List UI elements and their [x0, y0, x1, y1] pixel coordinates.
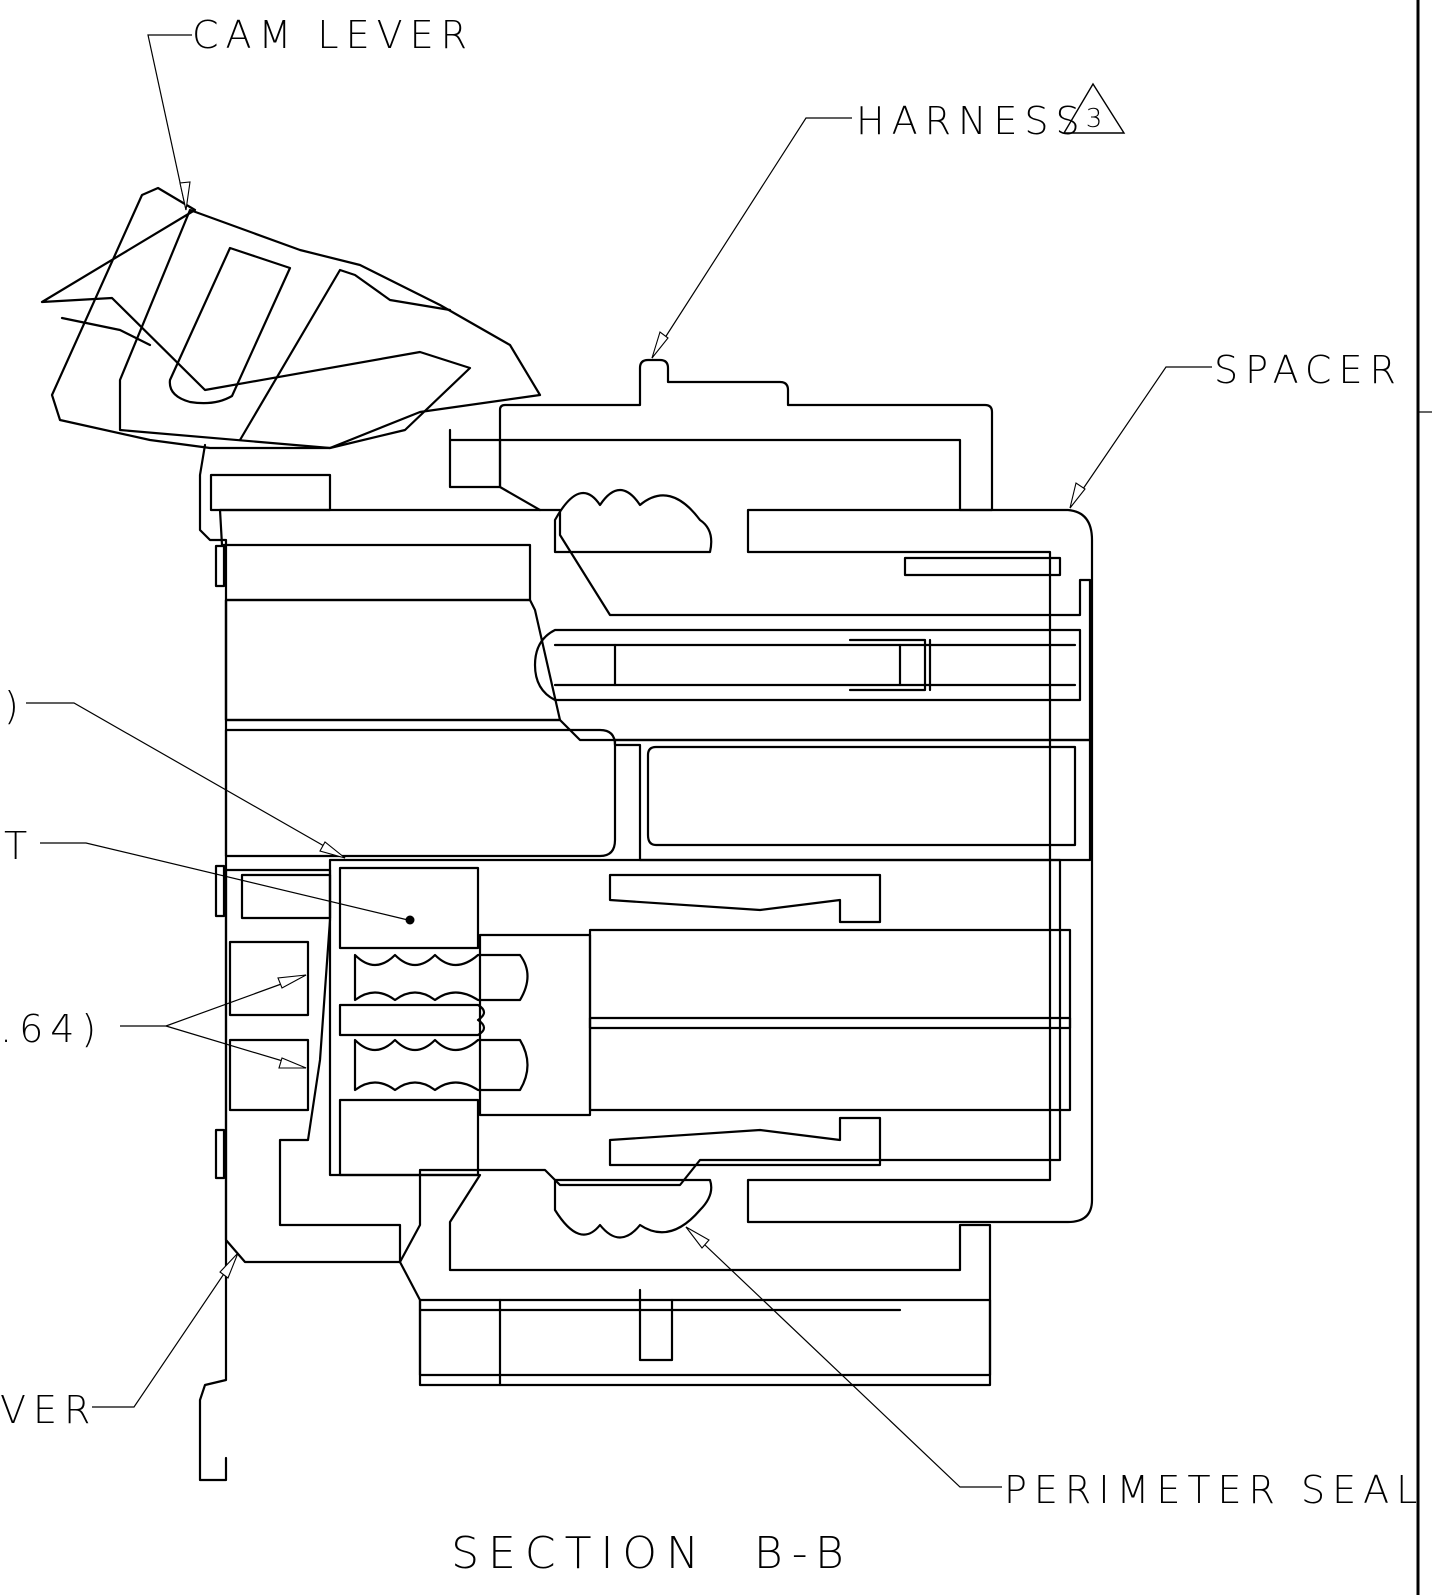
- label-spacer: SPACER: [1214, 348, 1403, 392]
- label-cut-2: T: [4, 824, 34, 868]
- label-perimeter-seal: PERIMETER SEAL: [1004, 1468, 1424, 1512]
- lower-frame: [224, 868, 402, 1264]
- upper-terminal: [533, 628, 1082, 702]
- spacer-part: [746, 508, 1094, 1224]
- lower-shroud: [418, 1288, 992, 1387]
- label-cut-4: VER: [0, 1388, 97, 1432]
- leader-cut-1: [26, 702, 346, 859]
- leader-harness: [651, 117, 852, 359]
- label-cut-1: ): [4, 684, 26, 728]
- leader-spacer: [1069, 366, 1212, 509]
- leader-cut-4: [92, 1252, 239, 1408]
- section-title: SECTION B-B: [451, 1528, 853, 1579]
- harness-shroud: [448, 358, 994, 512]
- upper-wire-seal: [553, 488, 713, 554]
- cam-lever-part: [40, 186, 542, 450]
- leader-cut-2: [40, 842, 409, 921]
- datum-dot: [405, 915, 415, 925]
- label-harness: HARNESS: [856, 99, 1087, 143]
- terminal-blocks: [338, 866, 480, 1177]
- perimeter-seal-part: [553, 1178, 713, 1239]
- label-cam-lever: CAM LEVER: [192, 13, 474, 57]
- wire-seals: [338, 953, 529, 1092]
- leader-perimeter-seal: [685, 1226, 1002, 1488]
- note-number: 3: [1086, 104, 1103, 134]
- edge-ribs: [214, 544, 226, 1180]
- lower-body: [328, 858, 1072, 1377]
- note-triangle: 3: [1062, 82, 1126, 134]
- label-cut-3: .64): [0, 1007, 103, 1051]
- leader-cut-3: [120, 974, 307, 1069]
- housing-body: [198, 443, 1092, 1482]
- leader-cam-lever: [147, 34, 192, 211]
